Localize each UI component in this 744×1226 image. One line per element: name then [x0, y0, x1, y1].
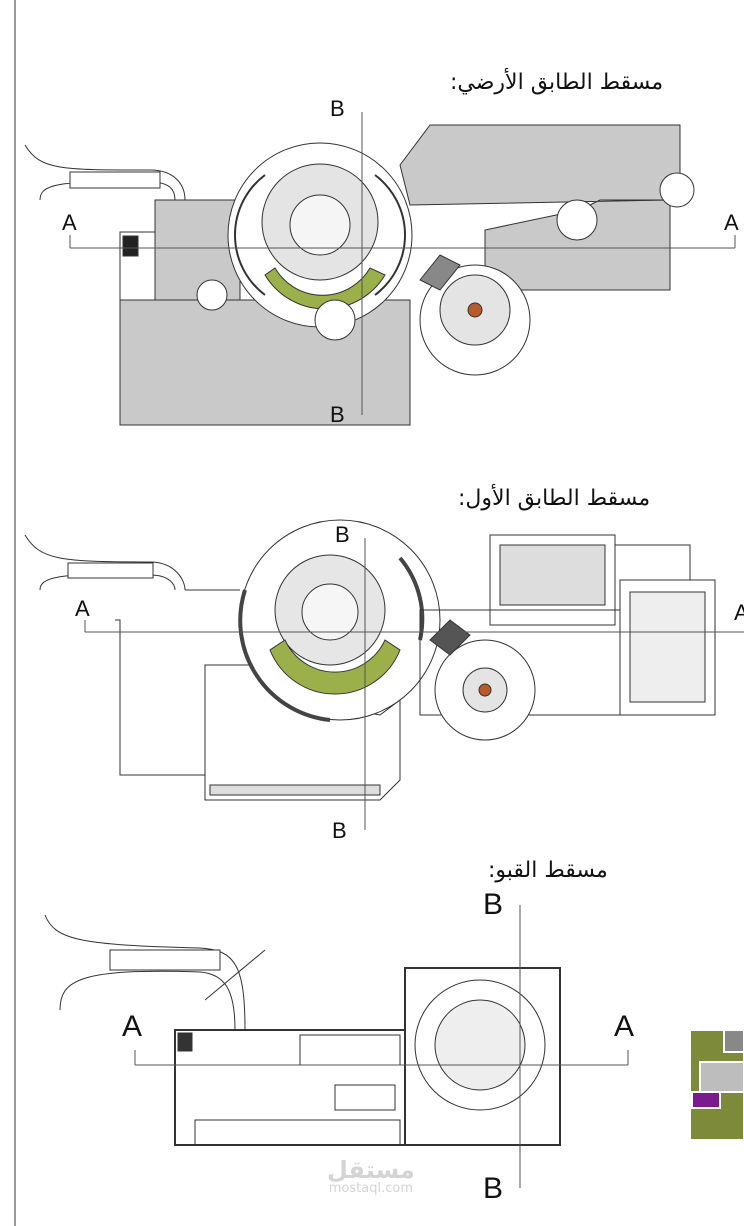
first-section-b-top: B — [335, 522, 350, 547]
ground-section-b-top: B — [330, 96, 345, 121]
lower-block — [119, 299, 411, 426]
watermark-arabic: مستقل — [327, 1156, 415, 1184]
basement-section-a-right: A — [614, 1010, 635, 1043]
watermark-url: mostaql.com — [328, 1181, 413, 1196]
ground-floor-title: مسقط الطابق الأرضي: — [450, 70, 664, 95]
ground-section-a-left: A — [62, 210, 77, 235]
first-section-lines — [84, 538, 744, 830]
ground-section-a-right: A — [724, 210, 739, 235]
color-legend — [689, 1029, 744, 1141]
basement-title: مسقط القبو: — [488, 858, 608, 883]
basement-section-lines — [134, 905, 629, 1188]
right-wing — [399, 124, 681, 291]
basement-left-block — [174, 1029, 406, 1146]
first-section-a-right: A — [734, 600, 744, 625]
basement-section-a-left: A — [122, 1010, 143, 1043]
first-floor-plan — [24, 519, 716, 801]
basement-plan — [44, 914, 561, 1146]
watermark: مستقل mostaql.com — [327, 1158, 415, 1196]
garden — [264, 267, 386, 310]
ramp-curve — [24, 144, 186, 201]
first-section-b-bottom: B — [332, 818, 347, 843]
ramp-truss — [69, 171, 161, 189]
basement-section-b-bottom: B — [483, 1172, 504, 1205]
upper-left-block — [154, 199, 241, 301]
basement-section-b-top: B — [483, 888, 504, 921]
ground-section-lines — [69, 112, 736, 415]
first-floor-title: مسقط الطابق الأول: — [458, 486, 651, 511]
first-section-a-left: A — [75, 596, 90, 621]
ground-floor-plan — [24, 124, 695, 426]
ground-section-b-bottom: B — [330, 402, 345, 427]
